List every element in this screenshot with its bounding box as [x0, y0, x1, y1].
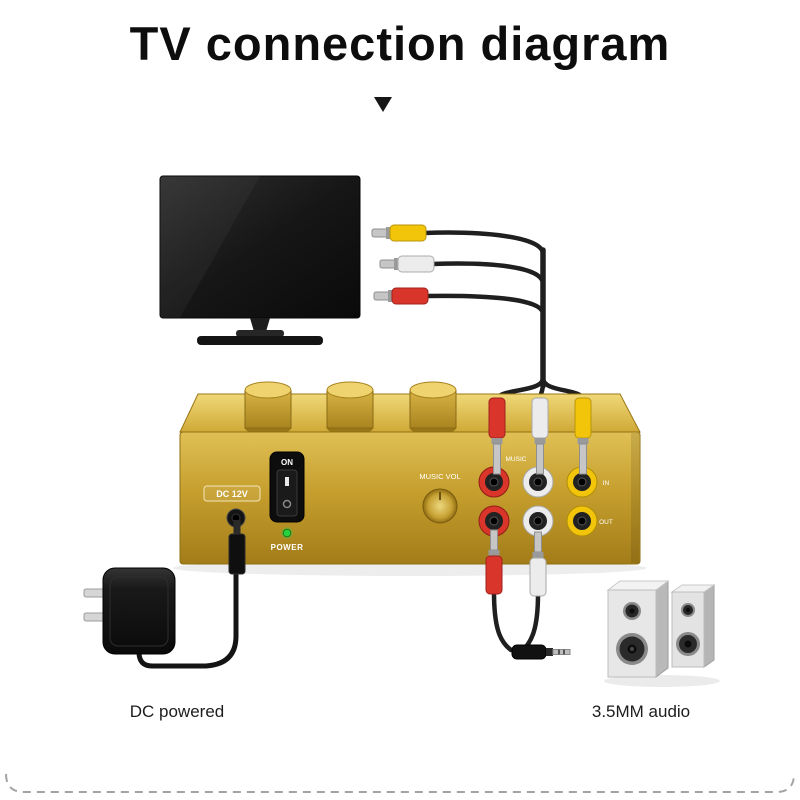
- rca-jack-red-in: [478, 466, 510, 498]
- tv-screen-glare: [160, 176, 260, 318]
- rca-plug-red-bottom: [485, 529, 503, 595]
- down-arrow-icon: [374, 97, 392, 112]
- rca-jack-white-in: [522, 466, 554, 498]
- audio-out-cables: [491, 589, 541, 654]
- caption-3-5mm-audio: 3.5MM audio: [592, 702, 690, 721]
- speaker-driver: [616, 633, 648, 665]
- top-knob-3: [409, 381, 457, 435]
- dc-barrel-plug: [228, 520, 246, 575]
- speaker-driver: [623, 602, 641, 620]
- speaker-driver: [676, 632, 700, 656]
- rca-plug-white-tv: [379, 255, 435, 273]
- dashed-border-bottom: [5, 773, 795, 793]
- speaker-right: [670, 584, 716, 668]
- audio-mixer-device: DC 12V ON POWER MUSIC VOL MUS: [179, 381, 641, 565]
- tv: [159, 175, 361, 345]
- top-knob-2: [326, 381, 374, 435]
- rca-plug-yellow-top: [574, 397, 592, 475]
- speaker-shadow: [604, 675, 720, 687]
- dc-label: DC 12V: [216, 489, 248, 499]
- rca-jack-white-out: [522, 505, 554, 537]
- out-label: OUT: [599, 519, 613, 526]
- power-switch: ON: [269, 451, 305, 523]
- volume-label: MUSIC VOL: [419, 472, 460, 481]
- speaker-driver: [681, 603, 695, 617]
- adapter-body: [102, 567, 176, 655]
- rca-plug-yellow-tv: [371, 224, 427, 242]
- switch-on-label: ON: [281, 458, 293, 467]
- rca-plug-white-bottom: [529, 531, 547, 597]
- rca-jack-yellow-out: [566, 505, 598, 537]
- av-cable-tv: [421, 230, 586, 403]
- rca-jack-red-out: [478, 505, 510, 537]
- caption-dc-powered: DC powered: [130, 702, 225, 721]
- power-label: POWER: [271, 543, 304, 552]
- audio-plug-3-5mm: [511, 644, 571, 660]
- power-adapter: [83, 567, 176, 655]
- device-edge-shade: [631, 433, 639, 563]
- rca-plug-white-top: [531, 397, 549, 475]
- rca-plug-red-top: [488, 397, 506, 475]
- rca-plug-red-tv: [373, 287, 429, 305]
- power-led: [282, 528, 292, 538]
- jack-group-label: MUSIC: [506, 456, 527, 463]
- adapter-prong: [83, 612, 106, 622]
- speaker-left: [606, 580, 670, 678]
- top-knob-1: [244, 381, 292, 435]
- dc-power-cable: [136, 571, 239, 669]
- tv-stand: [197, 318, 323, 345]
- switch-rocker: [276, 469, 298, 517]
- volume-knob: [422, 488, 458, 524]
- dc-label-box: [203, 485, 261, 502]
- adapter-prong: [83, 588, 106, 598]
- in-label: IN: [603, 480, 610, 487]
- page-title: TV connection diagram: [129, 17, 671, 70]
